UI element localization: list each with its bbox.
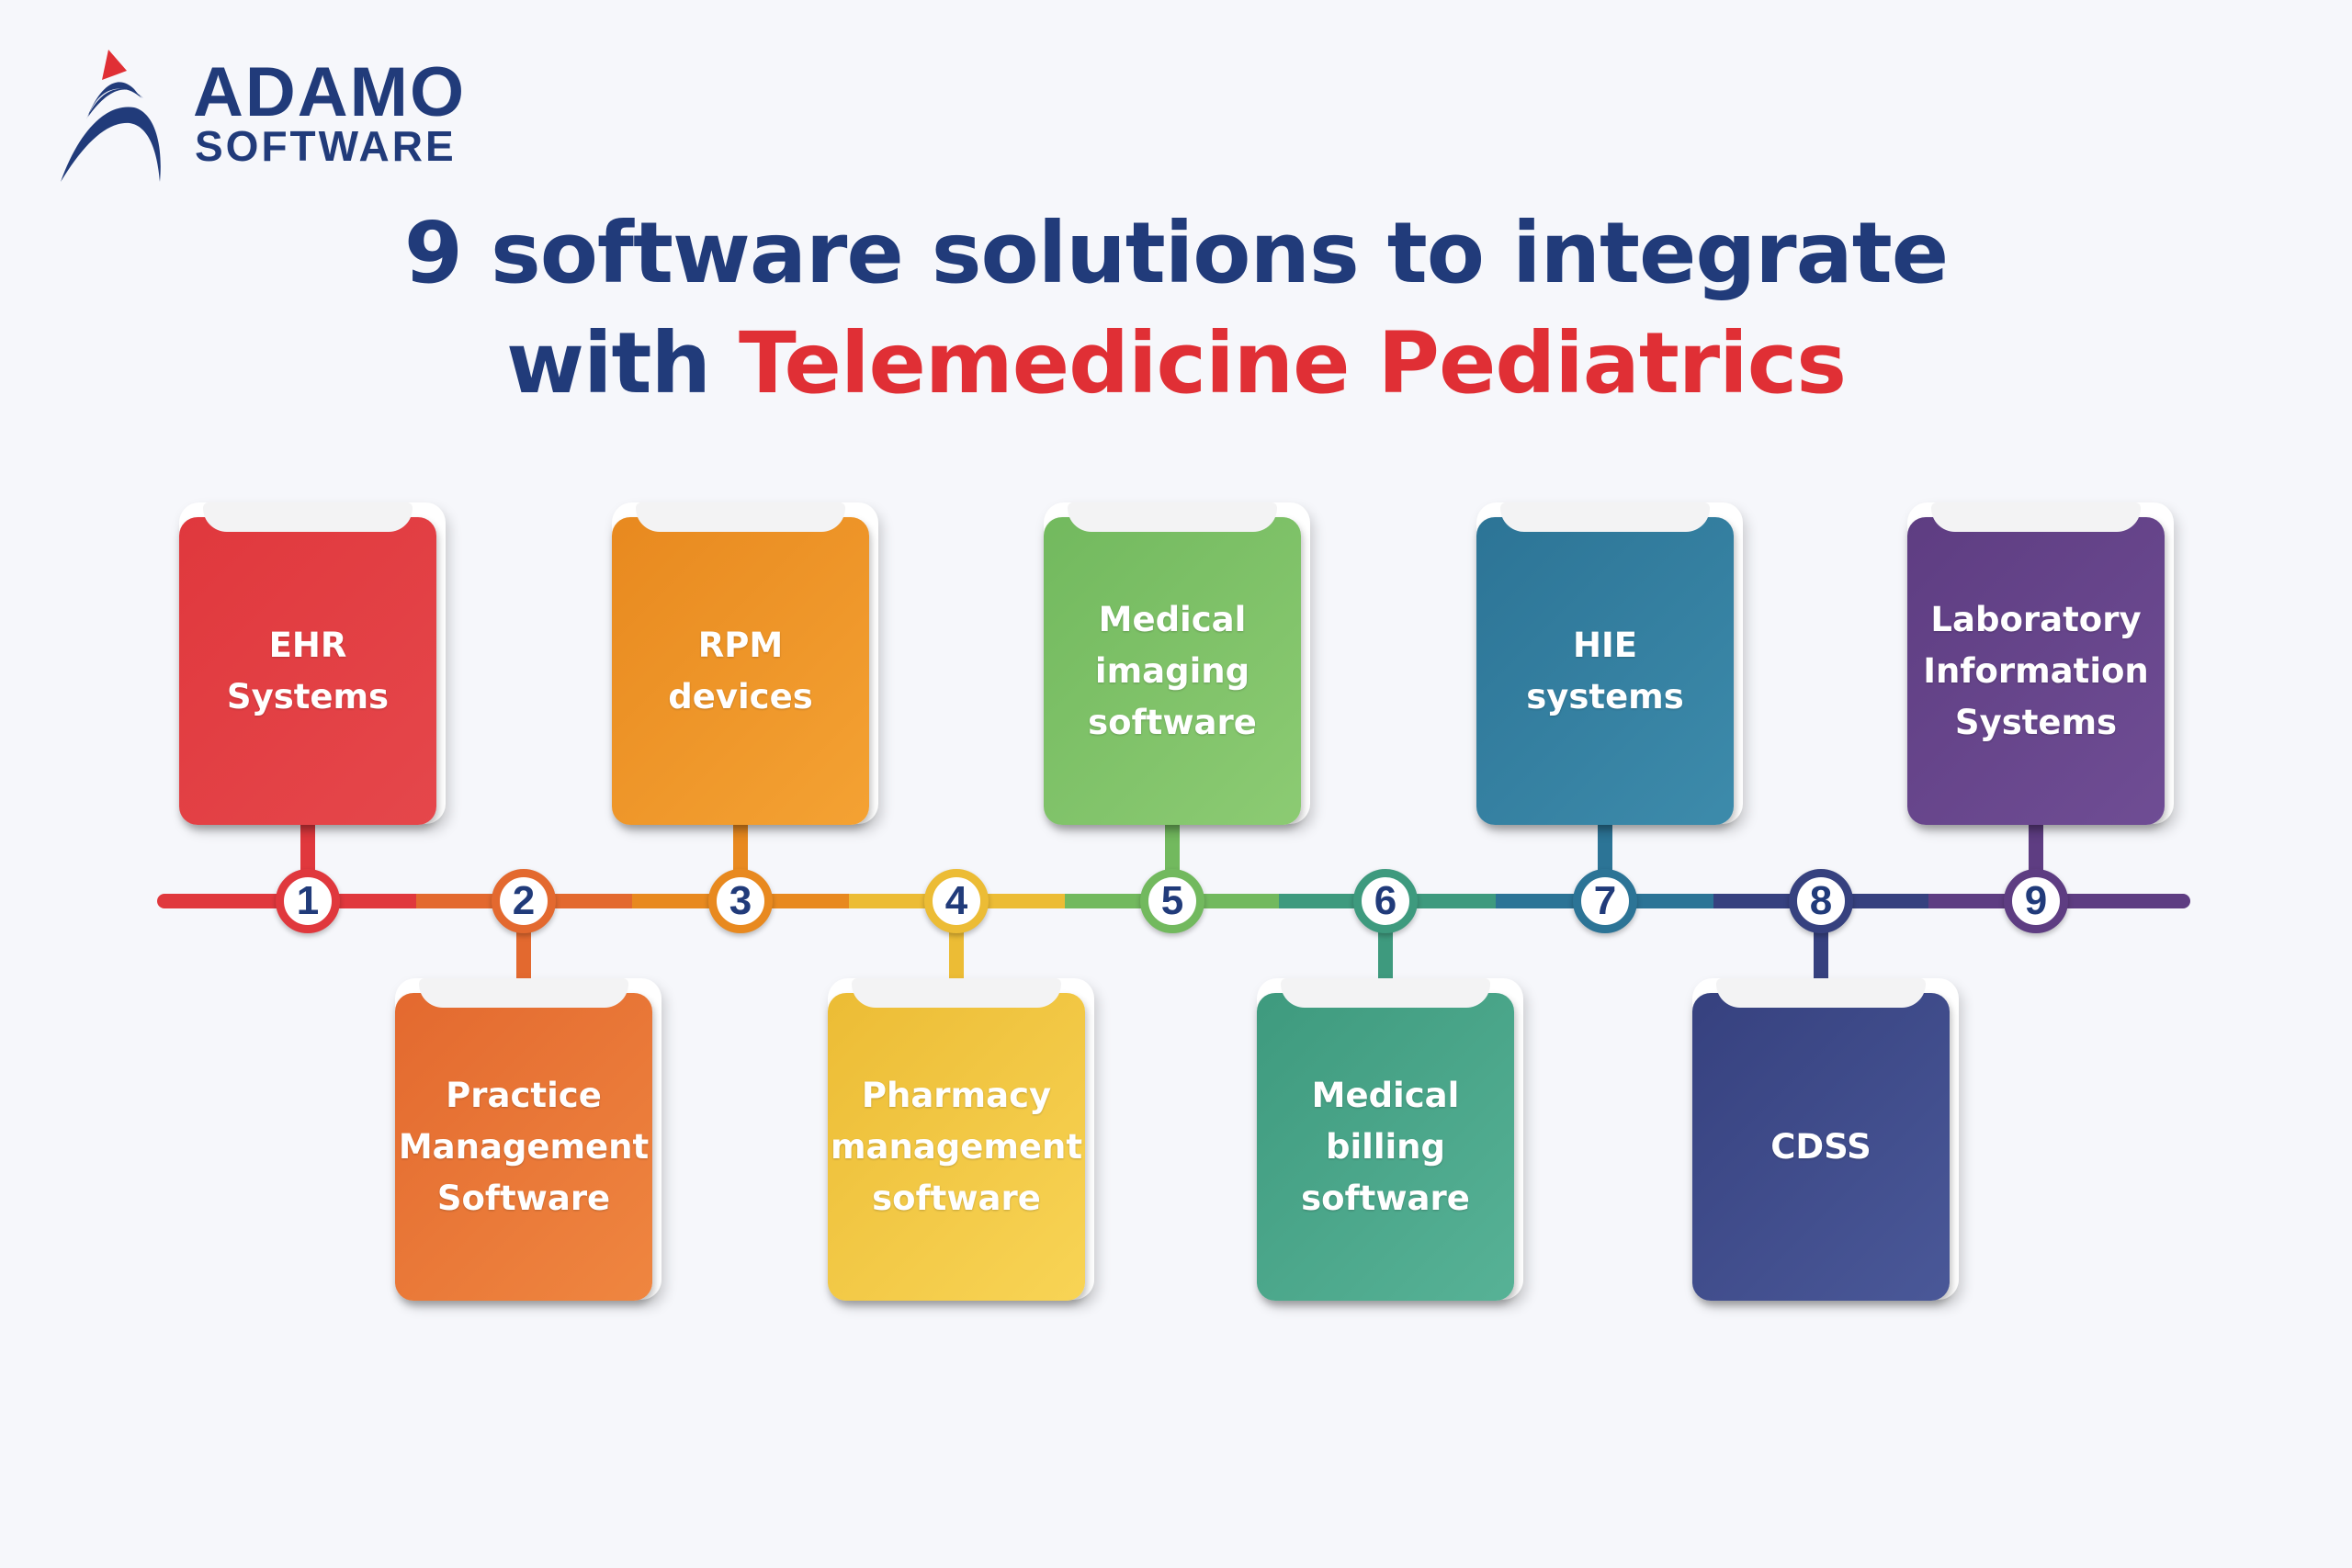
step-number-badge: 3 — [708, 869, 773, 933]
solution-label: EHR Systems — [226, 625, 390, 716]
step-number-badge: 9 — [2004, 869, 2068, 933]
step-number-badge: 8 — [1789, 869, 1853, 933]
solution-label: Laboratory Information Systems — [1923, 599, 2149, 742]
step-number-badge: 4 — [924, 869, 989, 933]
card-tab — [1281, 978, 1490, 1008]
solution-card: Medical billing software — [1257, 978, 1514, 1301]
card-tab — [1716, 978, 1926, 1008]
solution-card: RPM devices — [612, 502, 869, 825]
solution-label: Medical imaging software — [1088, 599, 1257, 742]
card-tab — [636, 502, 845, 532]
title-highlight: Telemedicine Pediatrics — [739, 314, 1847, 412]
step-number-badge: 2 — [492, 869, 556, 933]
card-tab — [1068, 502, 1277, 532]
step-number-badge: 7 — [1573, 869, 1637, 933]
page-title-line2: with Telemedicine Pediatrics — [0, 314, 2352, 412]
solution-card: HIE systems — [1476, 502, 1734, 825]
card-tab — [1500, 502, 1710, 532]
solution-label: Medical billing software — [1301, 1075, 1470, 1218]
step-number-badge: 6 — [1353, 869, 1418, 933]
solution-card: Medical imaging software — [1044, 502, 1301, 825]
card-tab — [1931, 502, 2141, 532]
solution-card: EHR Systems — [179, 502, 436, 825]
logo-wordmark-software: SOFTWARE — [195, 122, 457, 170]
logo-wordmark-adamo: ADAMO — [193, 53, 467, 131]
card-tab — [419, 978, 628, 1008]
step-number-badge: 1 — [276, 869, 340, 933]
title-prefix: with — [505, 314, 740, 412]
solution-label: Pharmacy management software — [830, 1075, 1083, 1218]
adamo-logo-icon — [61, 50, 161, 182]
step-number-badge: 5 — [1140, 869, 1204, 933]
solution-card: Pharmacy management software — [828, 978, 1085, 1301]
solution-label: HIE systems — [1526, 625, 1684, 716]
solution-card: Laboratory Information Systems — [1907, 502, 2165, 825]
page-title-line1: 9 software solutions to integrate — [403, 204, 1949, 302]
solution-card: CDSS — [1692, 978, 1950, 1301]
solution-label: RPM devices — [668, 625, 813, 716]
card-tab — [852, 978, 1061, 1008]
solution-card: Practice Management Software — [395, 978, 652, 1301]
solution-label: CDSS — [1770, 1126, 1871, 1167]
solution-label: Practice Management Software — [398, 1075, 650, 1218]
card-tab — [203, 502, 413, 532]
